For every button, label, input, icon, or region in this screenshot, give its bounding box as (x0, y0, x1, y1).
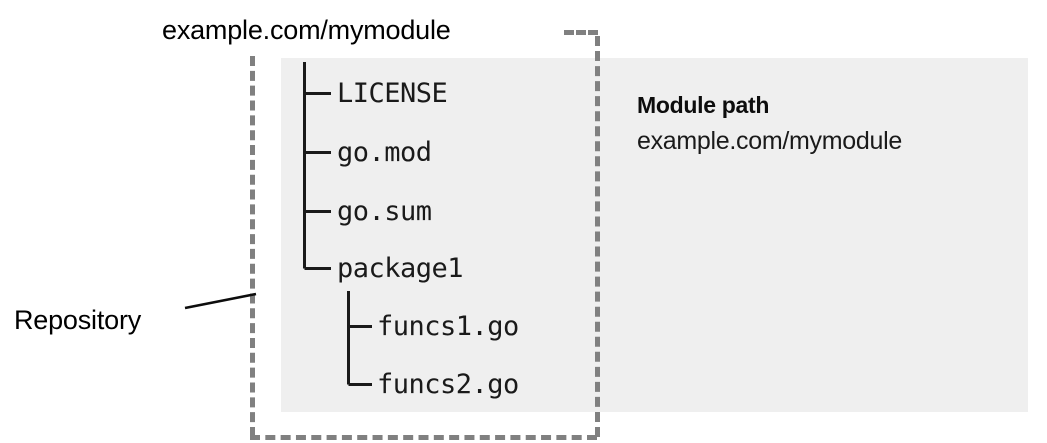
tree-item-go-sum[interactable]: go.sum (337, 196, 432, 227)
tree-item-funcs2-go[interactable]: funcs2.go (377, 369, 519, 400)
tree-item-funcs1-go[interactable]: funcs1.go (377, 311, 519, 342)
tree-item-package1[interactable]: package1 (337, 253, 464, 284)
module-path-value: example.com/mymodule (637, 127, 902, 155)
tree-item-go-mod[interactable]: go.mod (337, 137, 432, 168)
repository-callout-label: Repository (14, 305, 142, 335)
module-region-panel (281, 58, 1028, 412)
tree-item-license[interactable]: LICENSE (337, 78, 448, 109)
repository-title: example.com/mymodule (162, 15, 451, 45)
module-path-heading: Module path (637, 92, 770, 118)
repository-leader-line (184, 292, 257, 310)
